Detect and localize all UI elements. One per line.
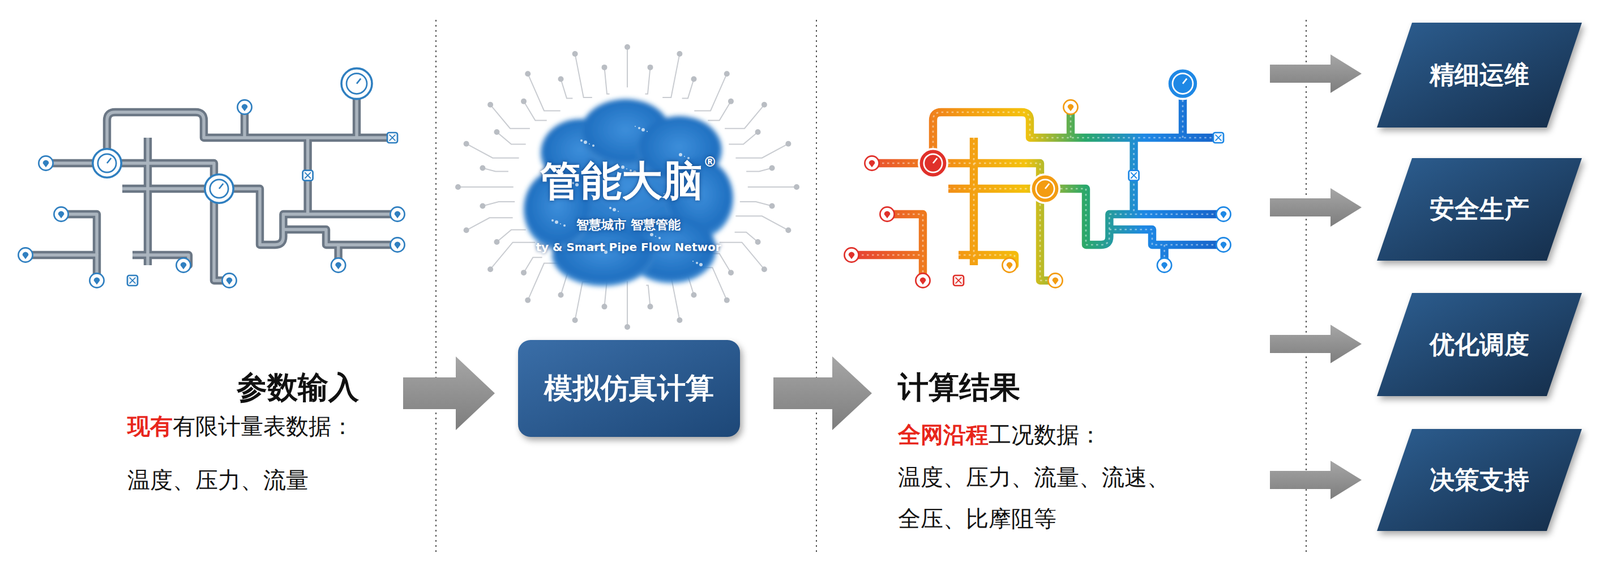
highlight-text: 现有 bbox=[127, 412, 173, 439]
small-arrow bbox=[1269, 54, 1362, 93]
meter-pin bbox=[237, 99, 252, 114]
outcome-parallelogram: 优化调度 bbox=[1376, 292, 1582, 396]
text-line: 现有有限计量表数据： bbox=[127, 410, 354, 442]
body-text: 温度、压力、流量 bbox=[127, 466, 309, 493]
meter-pin bbox=[390, 206, 405, 221]
valve-symbol bbox=[127, 275, 138, 286]
meter-pin bbox=[1002, 257, 1017, 272]
meter-pin bbox=[1216, 206, 1231, 221]
meter-pin bbox=[53, 206, 68, 221]
brain-cloud: 管能大脑® 智慧城市 智慧管能 ty & Smart Pipe Flow Netwo… bbox=[518, 84, 739, 301]
small-arrow bbox=[1269, 324, 1362, 363]
outcome-label: 安全生产 bbox=[1429, 192, 1530, 226]
meter-pin bbox=[390, 237, 405, 252]
body-text: 工况数据： bbox=[988, 421, 1102, 448]
text-line: 温度、压力、流量 bbox=[127, 464, 309, 496]
body-text: 有限计量表数据： bbox=[172, 412, 354, 439]
text-line: 全压、比摩阻等 bbox=[897, 502, 1057, 534]
heading-text: 计算结果 bbox=[897, 369, 1021, 405]
pipe-icons bbox=[18, 68, 1231, 288]
highlight-text: 全网沿程 bbox=[897, 421, 989, 448]
text-line: 温度、压力、流量、流速、 bbox=[897, 461, 1170, 493]
outcome-label: 决策支持 bbox=[1429, 463, 1530, 497]
section-heading: 计算结果 bbox=[897, 366, 1021, 409]
meter-pin bbox=[864, 155, 879, 170]
circuit-lines bbox=[455, 44, 800, 330]
section-heading: 参数输入 bbox=[236, 366, 359, 409]
small-arrow bbox=[1269, 460, 1362, 499]
heading-text: 参数输入 bbox=[236, 369, 359, 405]
gauge-icon bbox=[341, 68, 372, 100]
brand-name: 管能大脑 bbox=[540, 153, 704, 209]
gauge-icon bbox=[1030, 174, 1060, 203]
dotted-divider bbox=[435, 19, 1307, 553]
meter-pin bbox=[1047, 272, 1063, 288]
gauge-icon bbox=[204, 174, 234, 203]
outcome-label: 精细运维 bbox=[1429, 58, 1530, 92]
process-box: 模拟仿真计算 bbox=[518, 339, 740, 437]
meter-pin bbox=[38, 155, 53, 170]
meter-pin bbox=[331, 257, 346, 272]
flow-arrows bbox=[403, 54, 1362, 499]
outcome-parallelogram: 安全生产 bbox=[1376, 157, 1582, 261]
meter-pin bbox=[1216, 237, 1231, 252]
registered-mark: ® bbox=[703, 153, 717, 170]
small-arrow bbox=[1269, 187, 1362, 227]
body-text: 温度、压力、流量、流速、 bbox=[897, 463, 1170, 490]
gauge-icon bbox=[918, 148, 948, 178]
valve-symbol bbox=[953, 275, 964, 286]
brand-slogan: ty & Smart Pipe Flow Networ bbox=[535, 240, 721, 254]
gauge-icon bbox=[1167, 68, 1199, 100]
pipe-network-input bbox=[25, 96, 398, 281]
brand-row: 管能大脑® bbox=[540, 153, 717, 209]
outcome-parallelogram: 精细运维 bbox=[1376, 22, 1582, 128]
outcome-label: 优化调度 bbox=[1429, 327, 1530, 362]
meter-pin bbox=[879, 206, 894, 221]
meter-pin bbox=[176, 257, 191, 272]
brand-slogan: 智慧城市 智慧管能 bbox=[576, 216, 681, 234]
valve-symbol bbox=[302, 170, 314, 181]
meter-pin bbox=[89, 272, 104, 288]
pipe-network-result bbox=[851, 96, 1224, 281]
process-label: 模拟仿真计算 bbox=[544, 369, 714, 408]
valve-symbol bbox=[387, 132, 398, 143]
outcome-parallelogram: 决策支持 bbox=[1376, 428, 1582, 531]
valve-symbol bbox=[1213, 132, 1224, 143]
meter-pin bbox=[844, 247, 859, 262]
meter-pin bbox=[915, 272, 930, 288]
meter-pin bbox=[221, 272, 237, 288]
meter-pin bbox=[1157, 257, 1172, 272]
meter-pin bbox=[18, 247, 33, 262]
gauge-icon bbox=[92, 148, 122, 178]
meter-pin bbox=[1063, 99, 1078, 114]
body-text: 全压、比摩阻等 bbox=[897, 505, 1057, 532]
valve-symbol bbox=[1128, 170, 1140, 181]
text-line: 全网沿程工况数据： bbox=[897, 418, 1102, 451]
